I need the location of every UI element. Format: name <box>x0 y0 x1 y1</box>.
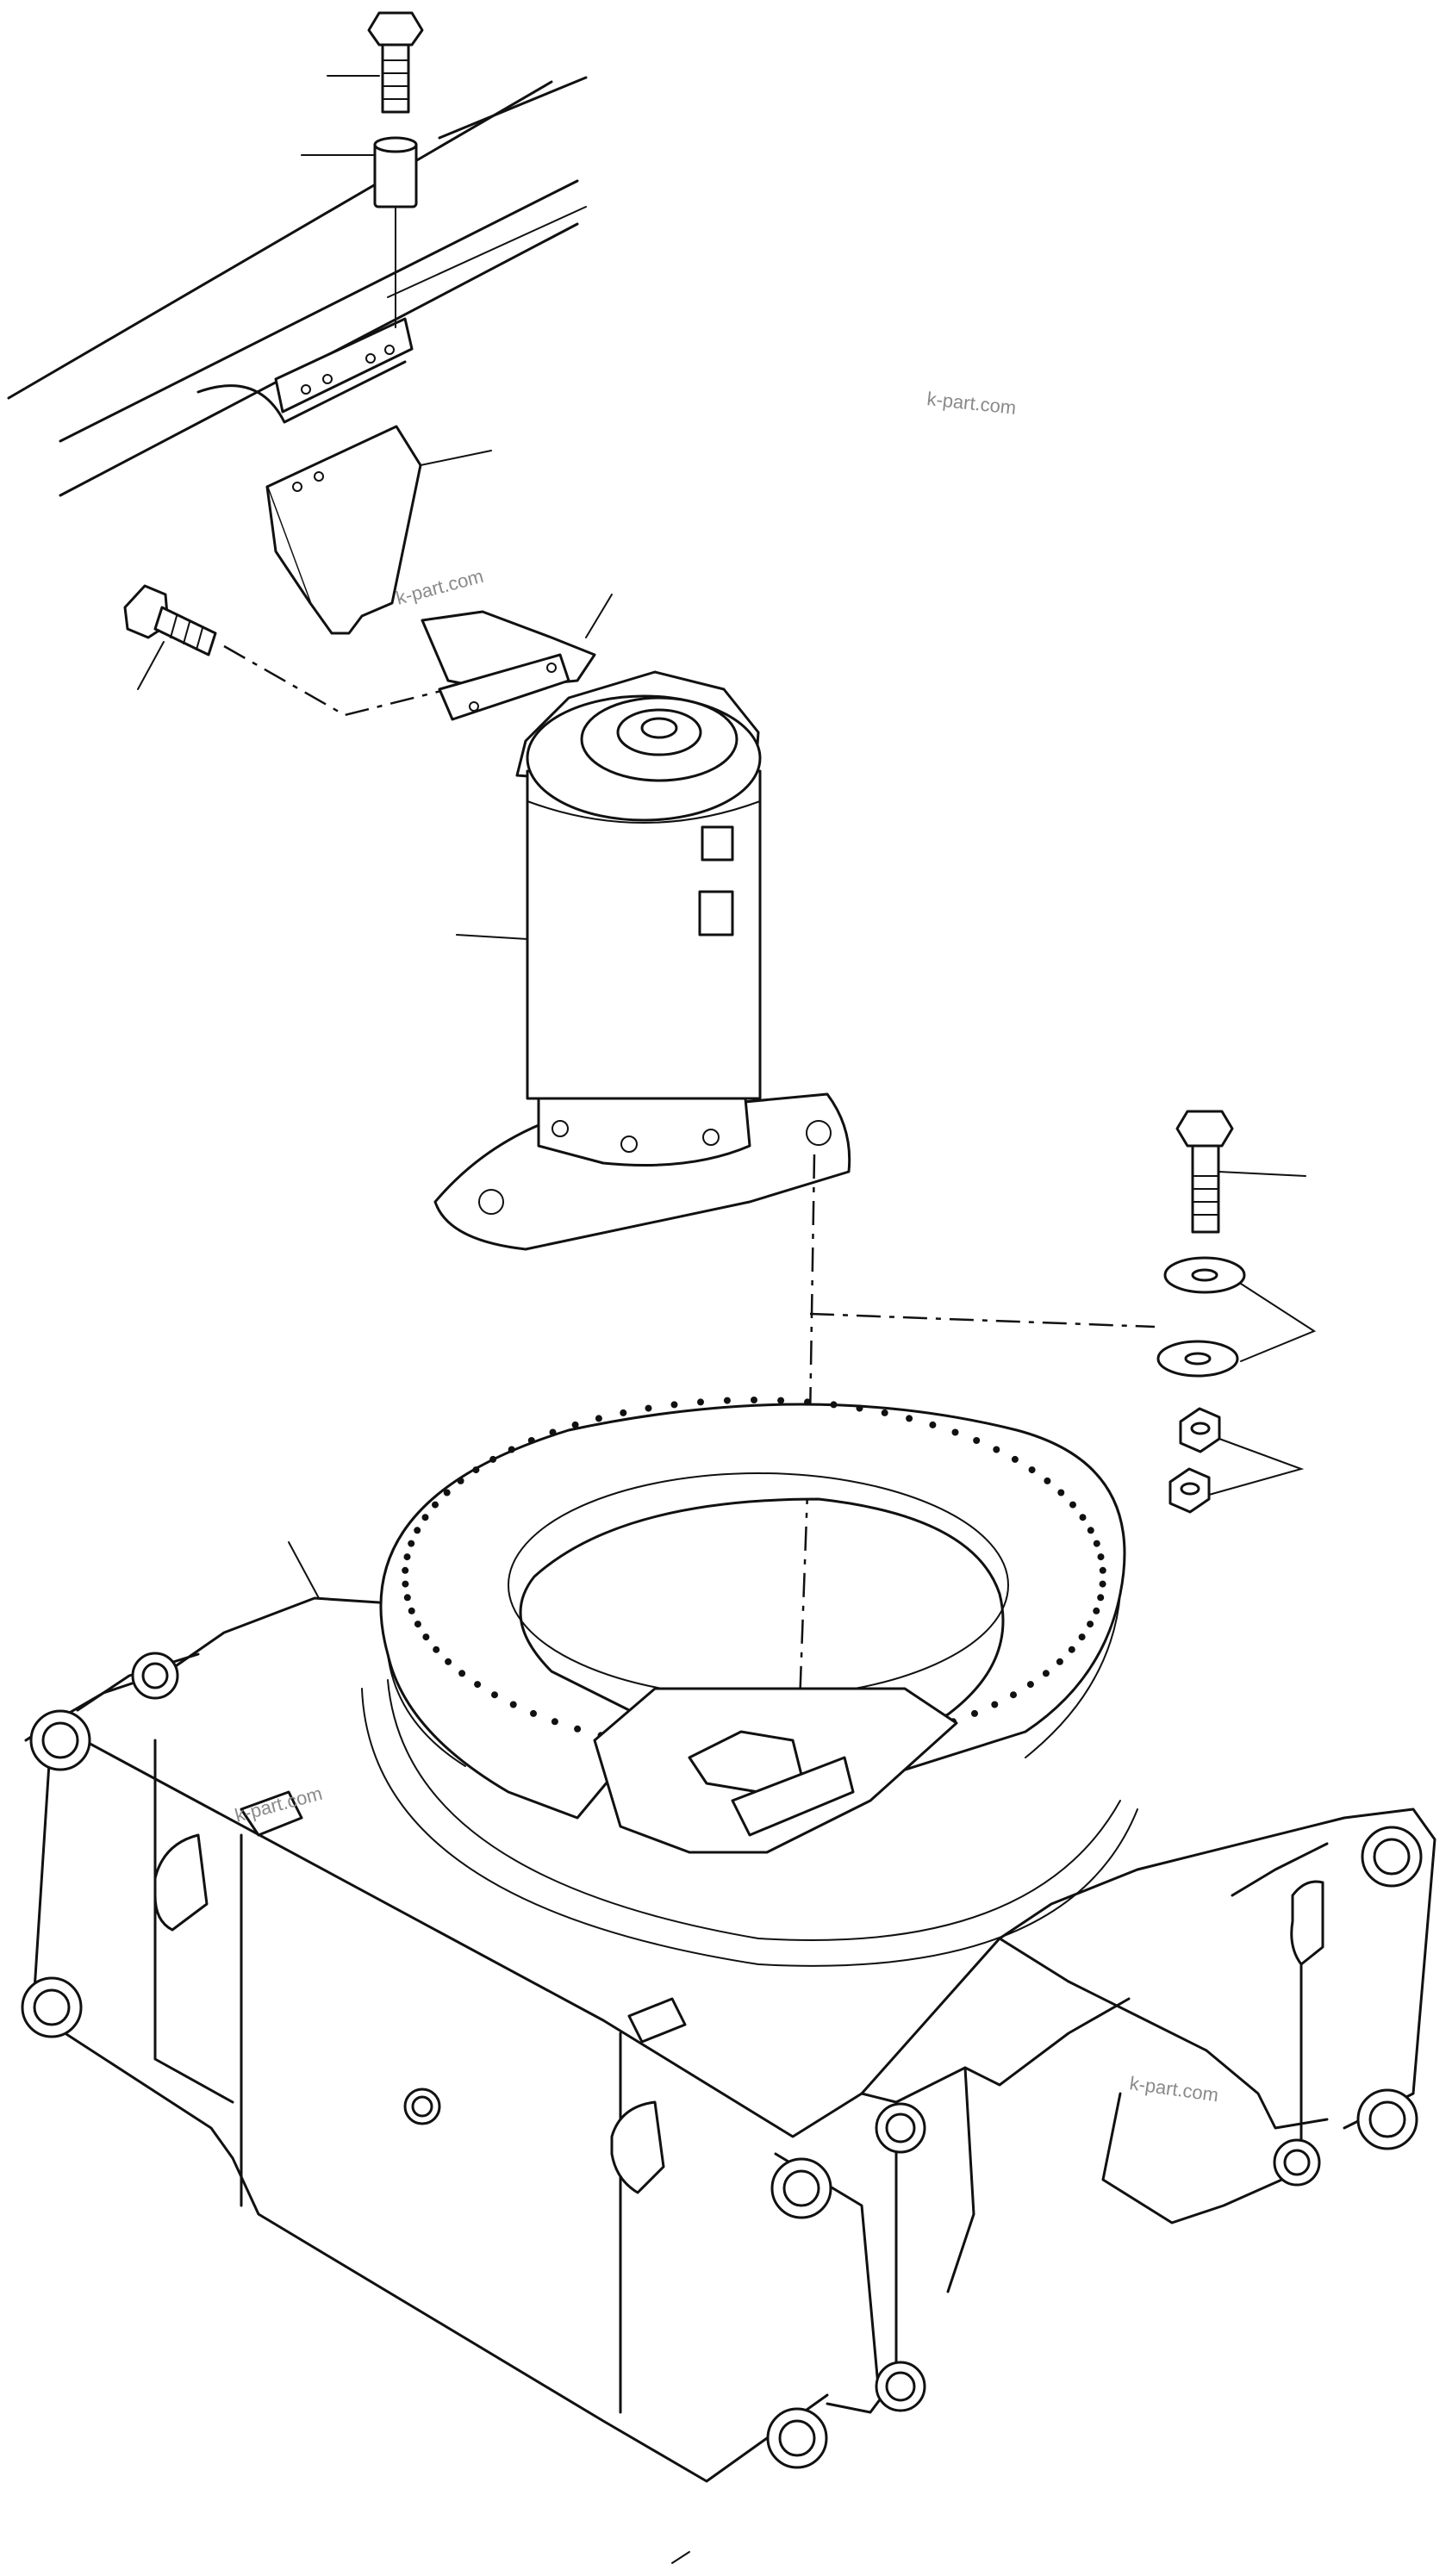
spacer-bushing <box>373 136 418 208</box>
ring-bolt-hole <box>402 1580 409 1588</box>
ring-bolt-hole <box>971 1709 978 1717</box>
ring-bolt-hole <box>408 1540 415 1547</box>
ring-bolt-hole <box>549 1428 557 1436</box>
ring-bolt-hole <box>491 1691 498 1699</box>
ring-bolt-hole <box>403 1594 411 1602</box>
ring-bolt-hole <box>1069 1501 1076 1509</box>
ring-bolt-hole <box>906 1415 913 1422</box>
ring-bolt-hole <box>670 1401 678 1409</box>
ring-bolt-hole <box>1099 1580 1106 1588</box>
ring-bolt-hole <box>509 1701 517 1708</box>
watermark-text: k-part.com <box>925 388 1017 419</box>
ring-bolt-hole <box>645 1404 652 1412</box>
ring-bolt-hole <box>1011 1455 1019 1463</box>
ring-bolt-hole <box>1068 1646 1075 1653</box>
ring-bolt-hole <box>408 1607 415 1615</box>
top-bolt <box>367 11 424 114</box>
ring-bolt-hole <box>1042 1670 1050 1677</box>
ring-bolt-hole <box>881 1409 888 1416</box>
ring-bolt-hole <box>574 1725 582 1733</box>
ring-bolt-hole <box>527 1437 535 1444</box>
swing-motor <box>433 670 851 1251</box>
ring-bolt-hole <box>1093 1607 1100 1615</box>
ring-bolt-hole <box>508 1446 515 1453</box>
ring-bolt-hole <box>433 1646 440 1653</box>
ring-bolt-hole <box>856 1404 863 1412</box>
ring-bolt-hole <box>777 1397 785 1404</box>
ring-bolt-hole <box>403 1553 411 1561</box>
ring-bolt-hole <box>1087 1527 1094 1534</box>
upper-frame-rails <box>7 76 588 497</box>
ring-bolt-hole <box>951 1428 959 1436</box>
watermark-text: k-part.com <box>1128 2072 1219 2106</box>
ring-bolt-hole <box>432 1501 439 1509</box>
ring-bolt-hole <box>551 1718 558 1726</box>
ring-bolt-hole <box>414 1621 421 1628</box>
ring-bolt-hole <box>723 1397 731 1404</box>
ring-bolt-hole <box>1010 1691 1017 1699</box>
ring-bolt-hole <box>993 1446 1000 1453</box>
ring-bolt-hole <box>571 1421 579 1428</box>
ring-bolt-hole <box>1044 1477 1051 1484</box>
ring-bolt-hole <box>1078 1633 1086 1641</box>
ring-bolt-hole <box>472 1466 480 1474</box>
ring-bolt-hole <box>421 1514 429 1521</box>
inner-mount <box>593 1687 958 1854</box>
ring-bolt-hole <box>595 1415 602 1422</box>
ring-bolt-hole <box>697 1398 704 1406</box>
ring-bolt-hole <box>414 1527 421 1534</box>
ring-bolt-hole <box>1028 1466 1036 1474</box>
ring-bolt-hole <box>458 1670 466 1677</box>
ring-bolt-hole <box>1099 1566 1106 1574</box>
ring-bolt-hole <box>474 1681 482 1689</box>
center-frame <box>21 1596 1436 2564</box>
washers <box>1156 1256 1317 1378</box>
bracket-plate <box>274 317 414 414</box>
right-bolt <box>1175 1110 1306 1234</box>
ring-bolt-hole <box>1079 1514 1087 1521</box>
ring-bolt-hole <box>1093 1540 1100 1547</box>
ring-bolt-hole <box>1056 1658 1063 1665</box>
watermark-text: k-part.com <box>394 565 486 609</box>
ring-bolt-hole <box>929 1421 937 1428</box>
ring-bolt-hole <box>830 1401 838 1409</box>
ring-bolt-hole <box>530 1709 537 1717</box>
ring-bolt-hole <box>402 1566 409 1574</box>
nuts <box>1168 1407 1305 1514</box>
ring-bolt-hole <box>422 1633 430 1641</box>
ring-bolt-hole <box>1097 1594 1105 1602</box>
ring-bolt-hole <box>489 1455 497 1463</box>
ring-bolt-hole <box>991 1701 999 1708</box>
ring-bolt-hole <box>1026 1681 1034 1689</box>
ring-bolt-hole <box>445 1658 452 1665</box>
ring-bolt-hole <box>1097 1553 1105 1561</box>
clamp-bracket <box>421 594 613 721</box>
ring-bolt-hole <box>804 1398 811 1406</box>
ring-bolt-hole <box>620 1409 627 1416</box>
ring-bolt-hole <box>973 1437 981 1444</box>
ring-bolt-hole <box>1057 1489 1065 1496</box>
left-bolt <box>123 584 217 690</box>
ring-bolt-hole <box>751 1397 757 1403</box>
ring-bolt-hole <box>457 1477 464 1484</box>
ring-bolt-hole <box>1087 1621 1094 1628</box>
ring-bolt-hole <box>443 1489 451 1496</box>
hanging-bracket <box>265 425 492 635</box>
